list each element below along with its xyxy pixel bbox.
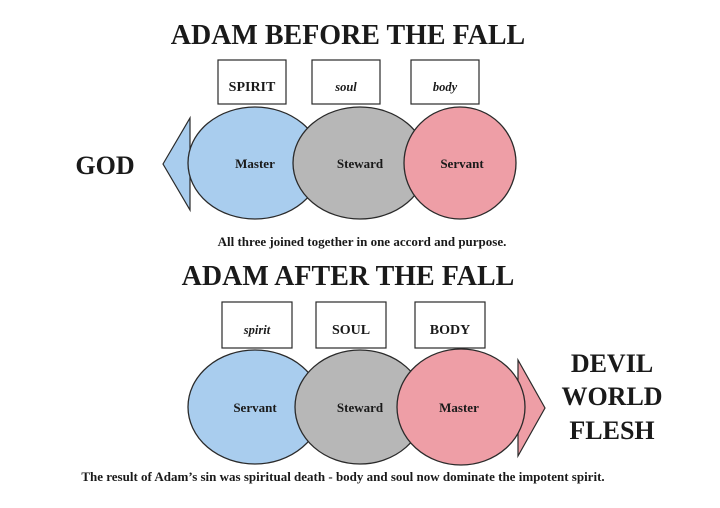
box-soul-after (315, 301, 387, 349)
box-label-soul-after: SOUL (332, 323, 370, 338)
box-spirit-before (217, 59, 287, 105)
circle-body-before (403, 106, 517, 220)
box-label-spirit-after: spirit (243, 323, 271, 337)
caption-after: The result of Adam’s sin was spiritual d… (81, 469, 604, 484)
label-devil: DEVIL (571, 349, 653, 378)
circle-body-after (396, 348, 526, 466)
circle-label-master-before: Master (235, 156, 275, 171)
box-label-soul-before: soul (334, 80, 357, 94)
box-soul-before (311, 59, 381, 105)
box-label-spirit-before: SPIRIT (229, 80, 276, 95)
box-label-body-after: BODY (430, 323, 470, 338)
arrow-left-to-god (162, 115, 191, 213)
label-flesh: FLESH (569, 416, 654, 445)
box-spirit-after (221, 301, 293, 349)
circle-label-servant-before: Servant (440, 156, 484, 171)
circle-label-master-after: Master (439, 400, 479, 415)
title-before: ADAM BEFORE THE FALL (171, 20, 525, 51)
circle-label-servant-after: Servant (233, 400, 277, 415)
circle-label-steward-after: Steward (337, 400, 384, 415)
label-world: WORLD (561, 382, 662, 411)
caption-before: All three joined together in one accord … (218, 234, 507, 249)
box-body-before (410, 59, 480, 105)
box-label-body-before: body (433, 80, 458, 94)
box-body-after (414, 301, 486, 349)
title-after: ADAM AFTER THE FALL (182, 261, 515, 292)
circle-label-steward-before: Steward (337, 156, 384, 171)
label-god: GOD (75, 151, 134, 180)
